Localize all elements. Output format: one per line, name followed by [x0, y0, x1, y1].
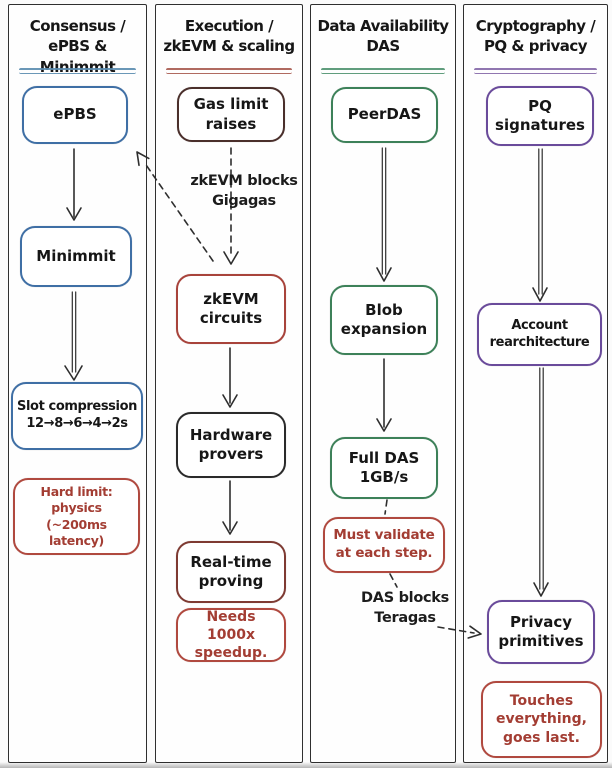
note-label: Must validate at each step. [333, 527, 435, 561]
node-label: Privacy primitives [498, 612, 584, 651]
edge-label-zkevm-blocks-gigagas: zkEVM blocks Gigagas [190, 173, 298, 210]
node-label: Hardware provers [189, 425, 273, 464]
node-label: Slot compression 12→8→6→4→2s [17, 399, 137, 431]
edge-label-das-blocks-teragas: DAS blocks Teragas [361, 590, 449, 627]
node-minimmit: Minimmit [20, 226, 132, 287]
note-label: Touches everything, goes last. [496, 693, 587, 746]
note-label: Hard limit: physics (~200ms latency) [40, 484, 113, 548]
node-label: Minimmit [36, 246, 116, 265]
node-full-das: Full DAS 1GB/s [330, 437, 438, 499]
node-label: Gas limit raises [193, 95, 269, 133]
node-label: Account rearchitecture [489, 317, 590, 350]
column-underline-consensus [18, 68, 137, 74]
bottom-shade [0, 762, 612, 768]
column-underline-data-availability [321, 68, 445, 74]
node-zkevm-circuits: zkEVM circuits [176, 274, 286, 344]
node-gas-limit-raises: Gas limit raises [177, 87, 285, 142]
column-title-data-availability: Data Availability DAS [317, 17, 449, 56]
note-label: Needs 1000x speedup. [194, 608, 268, 662]
node-account-rearchitecture: Account rearchitecture [477, 303, 602, 366]
node-realtime-proving: Real-time proving [176, 541, 286, 603]
node-epbs: ePBS [22, 86, 128, 144]
node-label: ePBS [53, 105, 97, 124]
node-label: zkEVM circuits [199, 289, 263, 328]
node-peerdas: PeerDAS [331, 87, 438, 143]
note-hard-limit: Hard limit: physics (~200ms latency) [13, 478, 140, 555]
column-title-consensus: Consensus / ePBS & Minimmit [29, 17, 126, 76]
column-title-cryptography: Cryptography / PQ & privacy [475, 17, 596, 56]
node-label: Blob expansion [340, 300, 428, 339]
node-blob-expansion: Blob expansion [330, 285, 438, 355]
column-title-execution: Execution / zkEVM & scaling [163, 17, 295, 56]
node-label: PeerDAS [347, 105, 422, 124]
note-needs-speedup: Needs 1000x speedup. [176, 608, 286, 662]
node-pq-signatures: PQ signatures [486, 86, 594, 146]
node-hardware-provers: Hardware provers [176, 412, 286, 478]
node-label: Full DAS 1GB/s [348, 448, 420, 487]
node-label: PQ signatures [495, 96, 585, 135]
node-label: Real-time proving [190, 552, 272, 591]
note-touches-everything: Touches everything, goes last. [481, 681, 602, 758]
column-underline-cryptography [474, 68, 597, 74]
node-privacy-primitives: Privacy primitives [487, 600, 595, 664]
note-must-validate: Must validate at each step. [323, 517, 445, 573]
node-slot-compression: Slot compression 12→8→6→4→2s [11, 382, 143, 450]
column-underline-execution [166, 68, 292, 74]
